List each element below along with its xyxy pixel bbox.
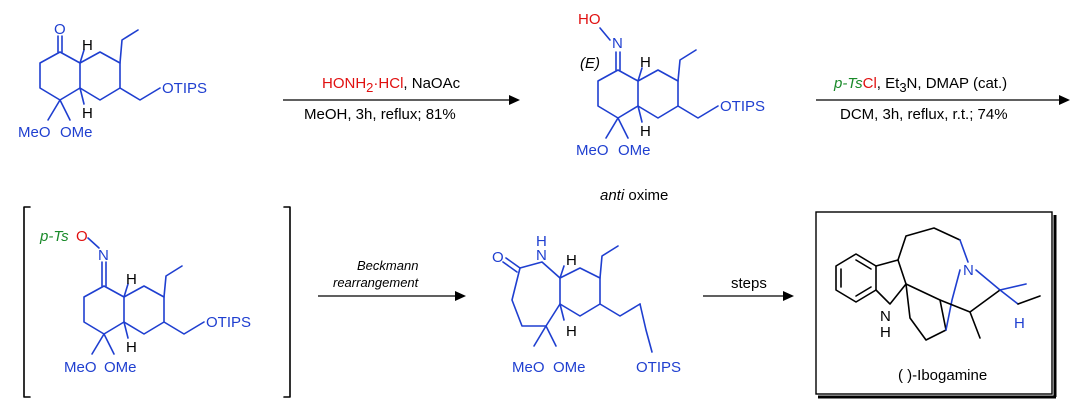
oxime-ho: HO [578,11,601,28]
ibogamine-structure [835,227,1041,341]
lactam-otips: OTIPS [636,359,681,376]
ibogamine-nh-n: N [880,308,891,325]
bracket-right [283,206,291,398]
lactam-structure [502,245,653,353]
tosyl-o: O [76,228,88,245]
tosyl-h-top: H [126,271,137,288]
tosyl-h-bottom: H [126,339,137,356]
step3-line2: rearrangement [333,275,420,290]
tosyl-otips: OTIPS [206,314,251,331]
tosyl-ome: OMe [104,359,137,376]
tosyl-oxime-structure [83,237,205,355]
lactam-h-top: H [566,252,577,269]
oxime-h-bottom: H [640,123,651,140]
oxime-otips: OTIPS [720,98,765,115]
oxime-ome: OMe [618,142,651,159]
ibogamine-n: N [963,262,974,279]
arrow-step4 [703,291,794,301]
tosyl-n: N [98,247,109,264]
ketone-structure [39,29,161,121]
ketone-h-top: H [82,37,93,54]
arrow-step2 [816,95,1070,105]
ibogamine-box [815,211,1057,399]
step4-label: steps [731,275,767,292]
arrow-step3 [318,291,466,301]
step3-line1: Beckmann [357,258,418,273]
ketone-h-bottom: H [82,105,93,122]
step2-conditions: DCM, 3h, reflux, r.t.; 74% [840,106,1008,123]
bracket-left [23,206,31,398]
ketone-otips: OTIPS [162,80,207,97]
ibogamine-nh-h: H [880,324,891,341]
oxime-e-label: (E) [580,55,600,72]
lactam-h-bottom: H [566,323,577,340]
ibogamine-caption: ( )-Ibogamine [898,367,987,384]
tosyl-pts: p-Ts [39,228,69,245]
oxime-h-top: H [640,54,651,71]
lactam-n: N [536,247,547,264]
lactam-meo: MeO [512,359,545,376]
lactam-nh: H [536,233,547,250]
tosyl-meo: MeO [64,359,97,376]
arrow-step1 [283,95,520,105]
oxime-n: N [612,35,623,52]
step1-conditions: MeOH, 3h, reflux; 81% [304,106,456,123]
ketone-ome: OMe [60,124,93,141]
oxime-structure [597,27,719,139]
step2-reagent: p-TsCl, Et3N, DMAP (cat.) [833,75,1007,95]
ketone-o-label: O [54,21,66,38]
lactam-o: O [492,249,504,266]
step1-reagent: HONH2·HCl, NaOAc [322,75,461,95]
ketone-meo: MeO [18,124,51,141]
oxime-caption: anti oxime [600,187,668,204]
lactam-ome: OMe [553,359,586,376]
ibogamine-h: H [1014,315,1025,332]
oxime-meo: MeO [576,142,609,159]
